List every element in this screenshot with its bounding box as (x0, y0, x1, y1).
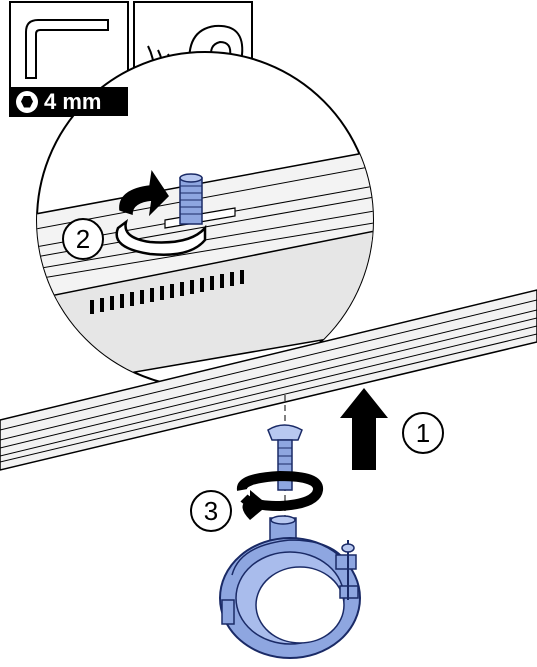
up-arrow-1 (340, 388, 388, 470)
hex-socket-icon (16, 90, 38, 113)
step-2-badge: 2 (62, 218, 104, 260)
rotate-arrow-3 (237, 470, 323, 520)
zoom-detail (36, 51, 374, 389)
mounting-rail (0, 289, 537, 471)
hex-key-size-label: 4 mm (10, 87, 128, 116)
hex-key-icon (25, 19, 109, 79)
rotate-arrow-2 (115, 169, 207, 256)
bolt-detail (179, 173, 203, 225)
step-3-badge: 3 (190, 490, 232, 532)
hex-key-size-text: 4 mm (44, 88, 102, 114)
step-1-badge: 1 (402, 412, 444, 454)
pipe-clamp (219, 515, 361, 659)
